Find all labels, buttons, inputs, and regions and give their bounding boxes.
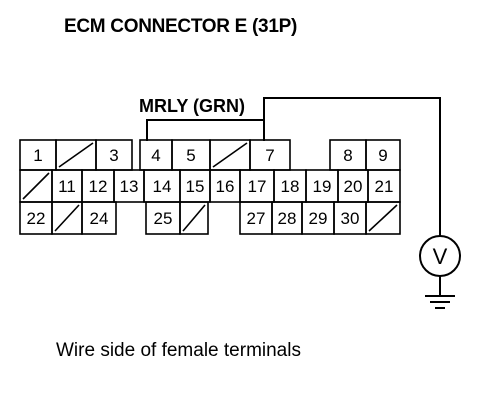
jumper-bracket [146,119,265,141]
terminal-number: 20 [344,177,363,196]
terminal-number: 5 [186,146,195,165]
terminal-number: 14 [153,177,172,196]
terminal-number: 8 [343,146,352,165]
wire-label: MRLY (GRN) [139,96,245,116]
terminal-number: 30 [341,209,360,228]
terminal-number: 11 [58,177,76,196]
terminal-number: 19 [313,177,332,196]
unused-terminal-slash [54,204,80,232]
terminal-number: 4 [151,146,160,165]
terminal-cavity [81,201,117,235]
terminal-number: 25 [154,209,173,228]
terminal-number: 22 [27,209,46,228]
ground-icon [425,295,455,309]
terminal-number: 27 [247,209,266,228]
terminal-number: 7 [265,146,274,165]
terminal-number: 3 [109,146,118,165]
terminal-number: 29 [309,209,328,228]
terminal-number: 1 [33,146,42,165]
terminal-number: 28 [278,209,297,228]
terminal-number: 12 [89,177,108,196]
page-title: ECM CONNECTOR E (31P) [64,16,297,37]
unused-terminal-slash [58,142,94,168]
probe-wire [263,97,441,237]
unused-terminal-slash [22,172,50,200]
terminal-number: 21 [375,177,394,196]
terminal-number: 18 [281,177,300,196]
terminal-cavity [365,201,401,235]
unused-terminal-slash [212,142,248,168]
voltmeter-label: V [433,244,448,269]
terminal-number: 13 [120,177,139,196]
terminal-number: 9 [378,146,387,165]
caption: Wire side of female terminals [56,340,301,361]
terminal-number: 24 [90,209,109,228]
unused-terminal-slash [182,204,206,232]
terminal-cavity [179,201,209,235]
unused-terminal-slash [368,204,398,232]
terminal-number: 16 [216,177,235,196]
terminal-number: 17 [248,177,267,196]
terminal-number: 15 [186,177,205,196]
